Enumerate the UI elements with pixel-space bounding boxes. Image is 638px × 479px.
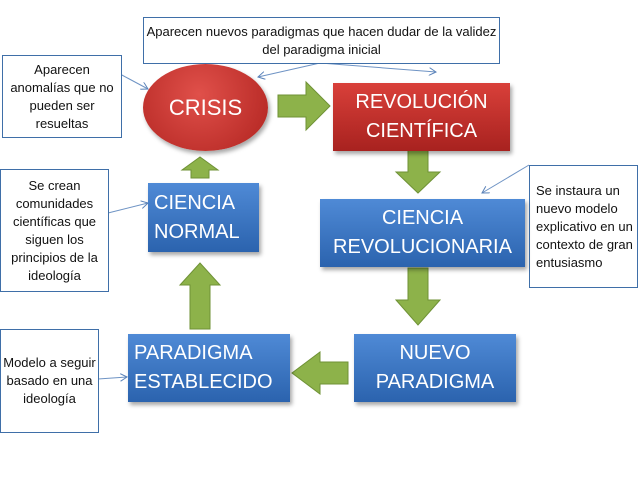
connector-instaura <box>482 164 530 193</box>
arrow-left-icon <box>291 351 349 395</box>
connector-top-left <box>258 62 321 77</box>
note-nuevos-paradigmas: Aparecen nuevos paradigmas que hacen dud… <box>143 17 500 64</box>
stage-crisis: CRISIS <box>143 64 268 151</box>
connector-modelo <box>97 377 127 379</box>
stage-label: NORMAL <box>154 220 240 243</box>
stage-label: CIENCIA <box>154 191 236 214</box>
arrow-up-icon <box>180 156 220 179</box>
arrow-down-icon <box>394 267 442 326</box>
note-modelo: Modelo a seguir basado en una ideología <box>0 329 99 433</box>
stage-ciencia-normal: CIENCIA NORMAL <box>148 183 259 252</box>
stage-label: CIENCIA <box>381 207 464 229</box>
stage-label: REVOLUCIÓN <box>355 91 488 113</box>
stage-label: REVOLUCIONARIA <box>333 236 512 258</box>
arrow-right-icon <box>277 80 331 132</box>
note-comunidades: Se crean comunidades científicas que sig… <box>0 169 109 292</box>
stage-label: PARADIGMA <box>134 342 253 364</box>
stage-paradigma-establecido: PARADIGMA ESTABLECIDO <box>128 334 290 402</box>
stage-label: ESTABLECIDO <box>134 371 273 393</box>
stage-label: PARADIGMA <box>375 371 495 393</box>
stage-label: NUEVO <box>399 342 471 364</box>
connector-comunidades <box>107 203 148 214</box>
arrow-up-icon <box>178 262 222 330</box>
stage-nuevo-paradigma: NUEVO PARADIGMA <box>354 334 516 402</box>
stage-revolucion-cientifica: REVOLUCIÓN CIENTÍFICA <box>333 83 510 151</box>
connector-anomalias <box>119 73 148 89</box>
note-anomalias: Aparecen anomalías que no pueden ser res… <box>2 55 122 138</box>
stage-ciencia-revolucionaria: CIENCIA REVOLUCIONARIA <box>320 199 525 267</box>
note-instaura: Se instaura un nuevo modelo explicativo … <box>529 165 638 288</box>
arrow-down-icon <box>394 149 442 194</box>
connector-top-right <box>319 62 436 72</box>
stage-label: CIENTÍFICA <box>365 120 478 142</box>
